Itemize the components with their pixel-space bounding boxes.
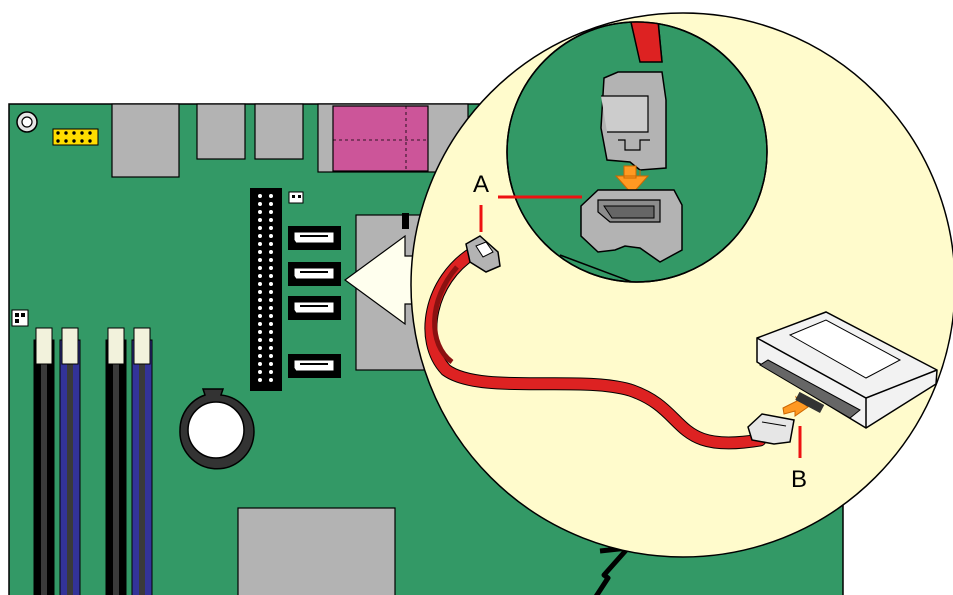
io-vga-port — [332, 105, 429, 172]
dimm-slot — [105, 327, 127, 595]
cable-plug-icon — [600, 71, 667, 171]
dimm-slots — [33, 327, 153, 595]
sata-port-icon — [288, 262, 341, 286]
front-panel-header-icon — [52, 128, 99, 146]
small-component — [402, 213, 409, 229]
ide-header-icon — [250, 188, 282, 391]
callout-b: B — [791, 426, 807, 493]
io-usb-stack — [111, 103, 180, 178]
sata-cable — [424, 246, 767, 450]
dimm-slot — [59, 327, 81, 595]
io-lan-stack — [254, 103, 304, 160]
io-audio-stack — [196, 103, 246, 160]
io-panel-connectors — [111, 103, 469, 178]
sata-port-icon — [288, 354, 341, 378]
jumper-header-icon — [11, 309, 29, 327]
callout-a-label: A — [473, 171, 489, 198]
cable-end-connector-icon — [465, 235, 501, 273]
cable-drive-connector-icon — [747, 413, 795, 445]
chipset-heatsink — [237, 507, 396, 595]
dimm-slot — [33, 327, 55, 595]
sata-port-icon — [288, 226, 341, 250]
callout-a: A — [473, 171, 582, 232]
callout-b-label: B — [791, 466, 807, 493]
mounting-hole-icon — [16, 111, 38, 133]
sata-ports — [288, 226, 341, 378]
fan-header-icon — [288, 191, 304, 204]
ide-header-body — [250, 188, 282, 391]
board-sata-connector-icon — [580, 189, 683, 263]
insert-arrow-icon — [614, 165, 650, 195]
hard-drive-icon — [756, 311, 938, 429]
zoom-magnifier: A B — [410, 12, 953, 558]
connector-detail-inset — [506, 21, 768, 283]
cmos-battery-icon — [179, 388, 255, 470]
sata-port-icon — [288, 296, 341, 320]
dimm-slot — [131, 327, 153, 595]
